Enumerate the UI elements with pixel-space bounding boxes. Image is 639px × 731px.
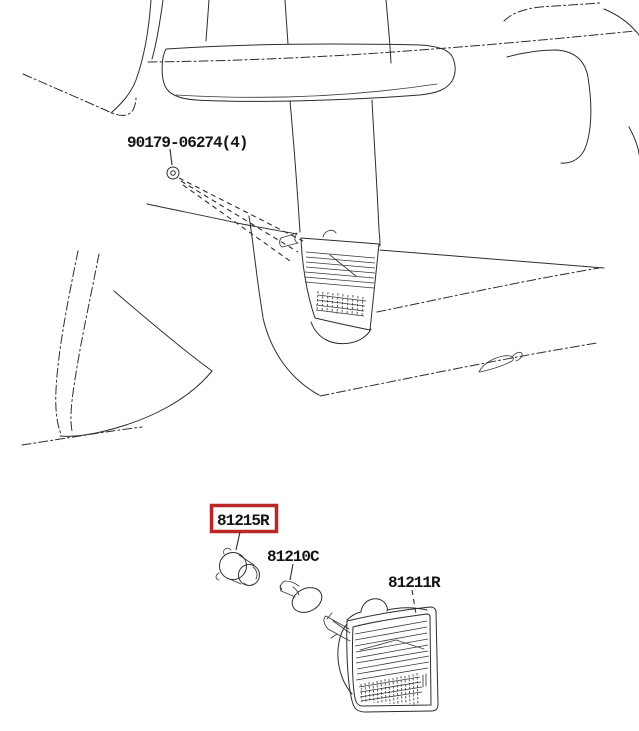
socket-callout: 81215R	[209, 503, 279, 586]
bulb-part-number[interactable]: 81210C	[267, 548, 321, 566]
lamp-fins	[354, 620, 430, 675]
d-pillar-line	[110, 0, 152, 114]
nut-leader-dashed	[178, 177, 304, 262]
bumper-top-right-line	[379, 249, 605, 269]
lower-body-line	[21, 426, 143, 446]
bumper-lower-left-curve	[262, 317, 320, 396]
liftgate-window	[161, 43, 456, 102]
bumper-bottom-edge	[319, 342, 598, 397]
right-edge-curves	[603, 8, 639, 155]
lamp-outer-rim	[346, 606, 439, 713]
bumper-lamp-sketch	[279, 229, 380, 345]
leader-line	[169, 148, 173, 166]
lamp-reflector-marks	[422, 673, 427, 688]
lamp-grid-separator	[355, 667, 429, 681]
window-divider-line	[205, 0, 210, 42]
lamp-grid-vertical	[316, 290, 364, 318]
lamp-bottom-flange	[310, 321, 372, 345]
tow-hook-doodle	[478, 351, 523, 373]
beltline-left	[22, 73, 137, 116]
vehicle-sketch	[21, 0, 639, 446]
beltline-long	[147, 30, 636, 63]
body-bumper-seam	[146, 203, 298, 235]
highlight-box[interactable]	[209, 503, 279, 534]
lamp-socket-stud	[323, 612, 351, 642]
lamp-callout: 81211R	[323, 574, 442, 713]
bumper-crease-right	[376, 267, 600, 313]
lamp-fins	[304, 251, 376, 289]
socket-part-number[interactable]: 81215R	[217, 512, 271, 530]
lamp-housing	[337, 598, 428, 695]
lamp-sketch	[323, 598, 439, 713]
body-crease-left	[113, 290, 213, 372]
bulb-sketch	[279, 580, 323, 613]
nut-part-number[interactable]: 90179-06274(4)	[127, 134, 248, 152]
wheel-arch	[59, 370, 213, 437]
lamp-lens-creases	[359, 639, 425, 651]
leader-line	[235, 531, 241, 551]
lamp-inner-lens	[351, 613, 432, 707]
leader-line	[289, 563, 294, 581]
side-window-band	[506, 49, 592, 164]
lamp-grid-horizontal	[315, 294, 367, 317]
lamp-grid-horizontal	[358, 676, 423, 702]
lamp-lens-crease	[329, 254, 357, 277]
liftgate-seam-left	[284, 0, 301, 233]
liftgate-seam-right	[371, 0, 392, 247]
lamp-part-number[interactable]: 81211R	[388, 574, 442, 592]
mud-flap	[55, 250, 100, 435]
liftgate-window-inner-line	[175, 83, 438, 98]
leader-line-dashed	[411, 589, 417, 615]
side-window-top-edge	[503, 2, 601, 22]
bumper-corner-edge	[248, 215, 264, 318]
d-pillar-line-2	[151, 0, 164, 60]
socket-sketch	[215, 547, 260, 586]
lamp-lens-outline	[300, 237, 380, 331]
nut-callout: 90179-06274(4)	[127, 134, 304, 262]
lamp-mount-stud	[279, 229, 337, 248]
bulb-callout: 81210C	[267, 548, 323, 613]
nut-icon	[166, 166, 180, 180]
